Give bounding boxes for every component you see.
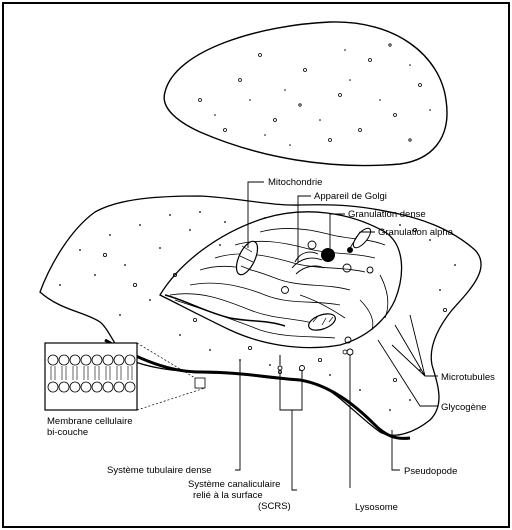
label-microtubules: Microtubules [441, 372, 495, 383]
label-pseudopode: Pseudopode [404, 466, 457, 477]
label-golgi: Appareil de Golgi [314, 191, 387, 202]
figure-frame [3, 3, 509, 527]
label-scrs-1: Système canaliculaire [188, 479, 280, 490]
label-granulation-alpha: Granulation alpha [378, 227, 454, 238]
label-membrane-1: Membrane cellulaire [47, 416, 133, 427]
membrane-inset-box [45, 343, 137, 410]
label-scrs-2: relié à la surface [193, 490, 263, 501]
label-scrs-3: (SCRS) [258, 501, 291, 512]
label-mitochondrie: Mitochondrie [268, 177, 322, 188]
label-tubulaire: Système tubulaire dense [107, 465, 212, 476]
scrs-opening-2 [300, 366, 305, 371]
label-glycogene: Glycogène [441, 402, 486, 413]
label-lysosome: Lysosome [355, 502, 398, 513]
label-membrane-2: bi-couche [47, 427, 88, 438]
scrs-opening-1 [278, 366, 282, 370]
label-granulation-dense: Granulation dense [348, 209, 426, 220]
dense-granule [321, 248, 335, 262]
